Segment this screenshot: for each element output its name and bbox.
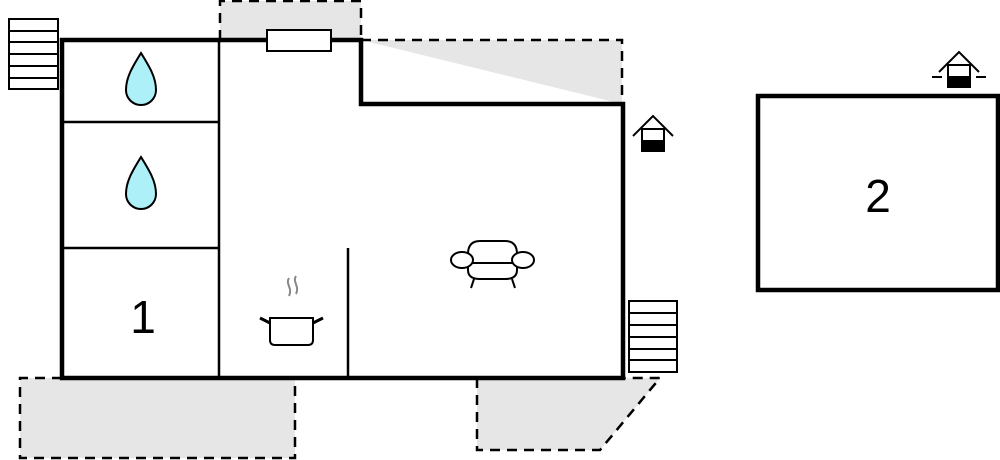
house-entrance-icon bbox=[932, 50, 986, 88]
building-1-label: 1 bbox=[130, 291, 156, 343]
water-drop-icon bbox=[124, 51, 158, 106]
house-entrance-icon bbox=[632, 114, 674, 152]
cooking-pot-icon bbox=[259, 275, 324, 346]
building-1-outline bbox=[59, 37, 626, 381]
stairs-icon bbox=[628, 300, 678, 373]
terrace-top-right bbox=[361, 38, 624, 104]
sofa-icon bbox=[450, 240, 535, 289]
terrace-bottom-right bbox=[475, 376, 663, 452]
building-2-outline bbox=[755, 93, 1000, 293]
building-2-label: 2 bbox=[865, 170, 891, 222]
stairs-icon bbox=[8, 18, 59, 90]
terrace-bottom-left bbox=[18, 376, 297, 460]
window-icon bbox=[266, 29, 332, 52]
water-drop-icon bbox=[124, 155, 158, 210]
